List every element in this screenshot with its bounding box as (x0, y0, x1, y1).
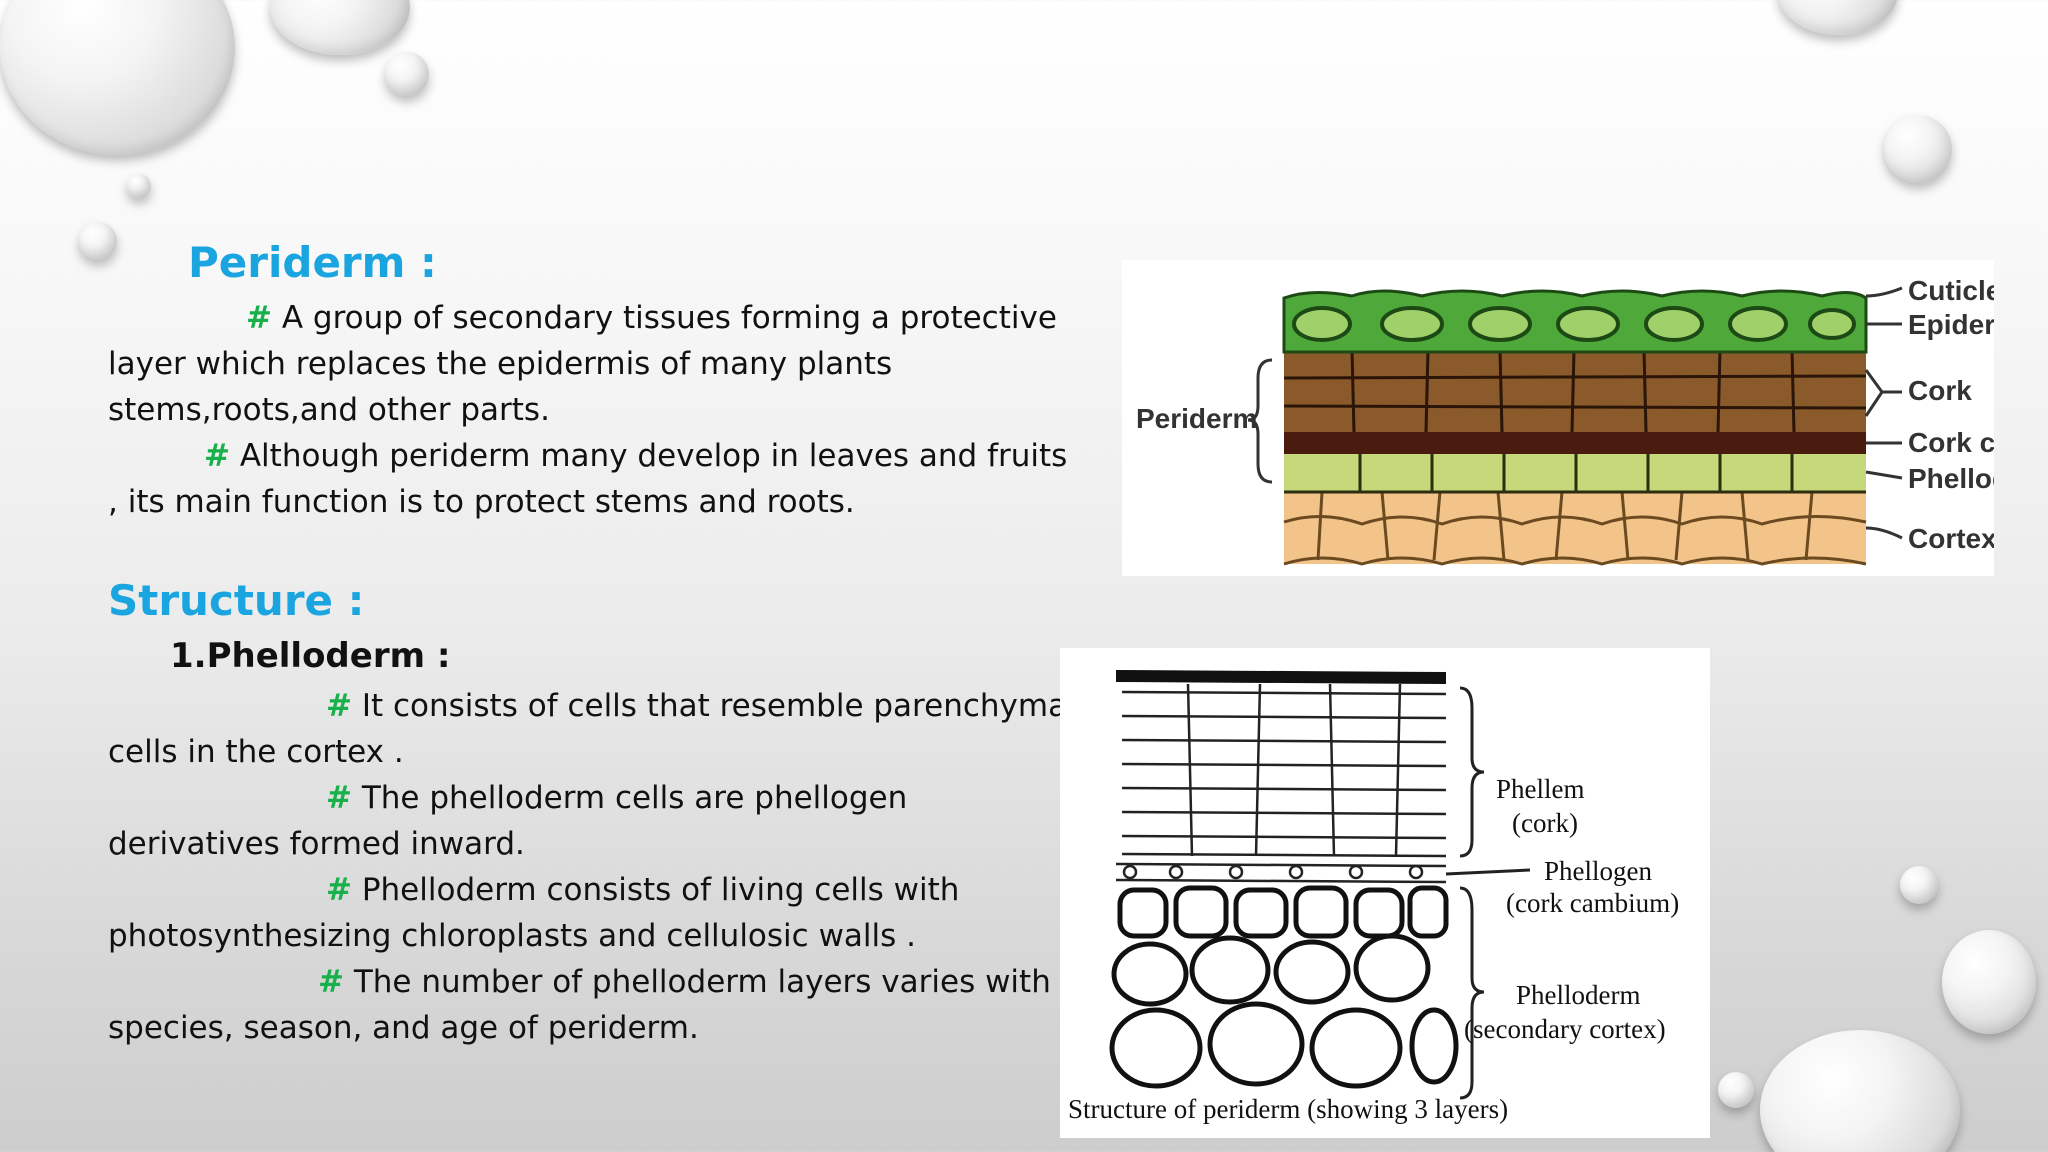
label-cortex: Cortex (1908, 523, 1994, 554)
label-phellem: Phellem (1496, 774, 1585, 804)
periderm-heading: Periderm : (188, 238, 437, 287)
label-phelloderm-sub: (secondary cortex) (1464, 1014, 1666, 1044)
hash-bullet: # (204, 438, 230, 474)
label-phelloderm: Phelloderm (1516, 980, 1640, 1010)
water-drop-decoration (127, 174, 151, 198)
figure-caption: Structure of periderm (showing 3 layers) (1068, 1094, 1508, 1124)
periderm-color-diagram-svg: Periderm Cuticle Epidermis Cork Cork cam… (1136, 275, 2048, 566)
cortex-layer (1284, 490, 1866, 564)
water-drop-decoration (270, 0, 410, 55)
periderm-para2-line2: , its main function is to protect stems … (108, 484, 855, 520)
hash-bullet: # (246, 300, 272, 336)
structure-point1-line1: # It consists of cells that resemble par… (326, 683, 1067, 729)
periderm-para1-text1: A group of secondary tissues forming a p… (271, 300, 1057, 336)
label-phellogen: Phellogen (1544, 856, 1652, 886)
periderm-para1-line3: stems,roots,and other parts. (108, 392, 550, 428)
structure-point3-line2: photosynthesizing chloroplasts and cellu… (108, 918, 916, 954)
periderm-para1-line1: # A group of secondary tissues forming a… (246, 295, 1057, 341)
periderm-left-label: Periderm (1136, 403, 1257, 434)
periderm-bw-diagram: Phellem (cork) Phellogen (cork cambium) … (1060, 648, 1710, 1138)
structure-heading: Structure : (108, 576, 365, 625)
water-drop-decoration (1884, 115, 1952, 183)
cork-cambium-layer (1284, 432, 1866, 454)
periderm-color-diagram: Periderm Cuticle Epidermis Cork Cork cam… (1122, 260, 2048, 576)
periderm-para1-line2: layer which replaces the epidermis of ma… (108, 346, 893, 382)
structure-point2-line1: # The phelloderm cells are phellogen (326, 775, 907, 821)
water-drop-decoration (1718, 1072, 1754, 1108)
periderm-para2-text1: Although periderm many develop in leaves… (229, 438, 1068, 474)
periderm-para2-line1: # Although periderm many develop in leav… (204, 433, 1067, 479)
structure-point1-text: It consists of cells that resemble paren… (351, 688, 1068, 724)
structure-point1-line2: cells in the cortex . (108, 734, 404, 770)
structure-point4-text: The number of phelloderm layers varies w… (343, 964, 1051, 1000)
label-phelloderm: Phelloderm (1908, 463, 1994, 494)
water-drop-decoration (1760, 1030, 1960, 1152)
label-cuticle: Cuticle (1908, 275, 1994, 306)
structure-point2-text: The phelloderm cells are phellogen (351, 780, 908, 816)
hash-bullet: # (326, 872, 352, 908)
water-drop-decoration (0, 0, 235, 155)
label-epidermis: Epidermis (1908, 309, 1994, 340)
label-phellem-sub: (cork) (1512, 808, 1578, 838)
water-drop-decoration (1778, 0, 1898, 35)
structure-point4-line2: species, season, and age of periderm. (108, 1010, 699, 1046)
label-cork-cambium: Cork cambium (1908, 427, 1994, 458)
hash-bullet: # (326, 688, 352, 724)
structure-point2-line2: derivatives formed inward. (108, 826, 525, 862)
label-cork: Cork (1908, 375, 1972, 406)
hash-bullet: # (326, 780, 352, 816)
structure-point3-text: Phelloderm consists of living cells with (351, 872, 960, 908)
periderm-bw-diagram-svg: Phellem (cork) Phellogen (cork cambium) … (1068, 670, 1679, 1124)
water-drop-decoration (385, 52, 429, 96)
structure-point3-line1: # Phelloderm consists of living cells wi… (326, 867, 959, 913)
phelloderm-subheading: 1.Phelloderm : (170, 636, 451, 676)
label-phellogen-sub: (cork cambium) (1506, 888, 1679, 918)
water-drop-decoration (1900, 866, 1938, 904)
water-drop-decoration (79, 222, 117, 260)
structure-point4-line1: # The number of phelloderm layers varies… (318, 959, 1051, 1005)
water-drop-decoration (1942, 930, 2036, 1034)
hash-bullet: # (318, 964, 344, 1000)
